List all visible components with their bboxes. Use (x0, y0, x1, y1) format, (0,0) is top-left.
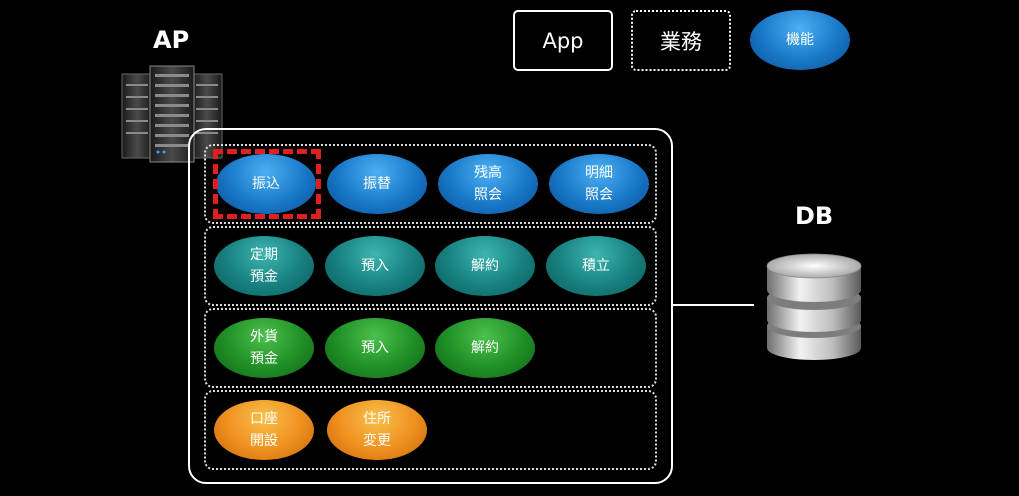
function-label: 照会 (474, 187, 502, 203)
function-label: 積立 (582, 258, 610, 274)
function-installment[interactable]: 積立 (546, 236, 646, 296)
business-group-transfer (204, 144, 657, 224)
function-label: 住所 (363, 411, 391, 427)
function-label: 預入 (361, 340, 389, 356)
function-label: 明細 (585, 165, 613, 181)
function-account-transfer[interactable]: 振替 (327, 154, 427, 214)
function-transfer[interactable]: 振込 (216, 154, 316, 214)
function-address-change[interactable]: 住所 変更 (327, 400, 427, 460)
function-foreign-cancel[interactable]: 解約 (435, 318, 535, 378)
legend-business-box: 業務 (631, 10, 731, 71)
function-label: 変更 (363, 433, 391, 449)
function-label: 預金 (250, 269, 278, 285)
function-label: 定期 (250, 247, 278, 263)
app-container (188, 128, 673, 484)
legend-function-label: 機能 (786, 32, 814, 48)
function-label: 解約 (471, 258, 499, 274)
function-statement-inquiry[interactable]: 明細 照会 (549, 154, 649, 214)
function-label: 解約 (471, 340, 499, 356)
function-label: 口座 (250, 411, 278, 427)
business-group-foreign-deposit (204, 308, 657, 388)
function-label: 預金 (250, 351, 278, 367)
function-deposit[interactable]: 預入 (325, 236, 425, 296)
function-label: 外貨 (250, 329, 278, 345)
connector-line (673, 304, 754, 306)
legend-function-ellipse: 機能 (750, 10, 850, 70)
business-group-account (204, 390, 657, 470)
ap-label: AP (153, 26, 190, 54)
database-cylinder-icon (766, 253, 862, 360)
function-label: 照会 (585, 187, 613, 203)
function-foreign-deposit[interactable]: 外貨 預金 (214, 318, 314, 378)
db-label: DB (795, 202, 834, 230)
function-label: 振込 (252, 176, 280, 192)
function-label: 振替 (363, 176, 391, 192)
function-foreign-deposit-in[interactable]: 預入 (325, 318, 425, 378)
business-group-time-deposit (204, 226, 657, 306)
selection-highlight (213, 149, 321, 219)
function-cancel[interactable]: 解約 (435, 236, 535, 296)
legend-app-box: App (513, 10, 613, 71)
function-balance-inquiry[interactable]: 残高 照会 (438, 154, 538, 214)
function-label: 残高 (474, 165, 502, 181)
function-label: 開設 (250, 433, 278, 449)
function-open-account[interactable]: 口座 開設 (214, 400, 314, 460)
function-label: 預入 (361, 258, 389, 274)
function-time-deposit[interactable]: 定期 預金 (214, 236, 314, 296)
